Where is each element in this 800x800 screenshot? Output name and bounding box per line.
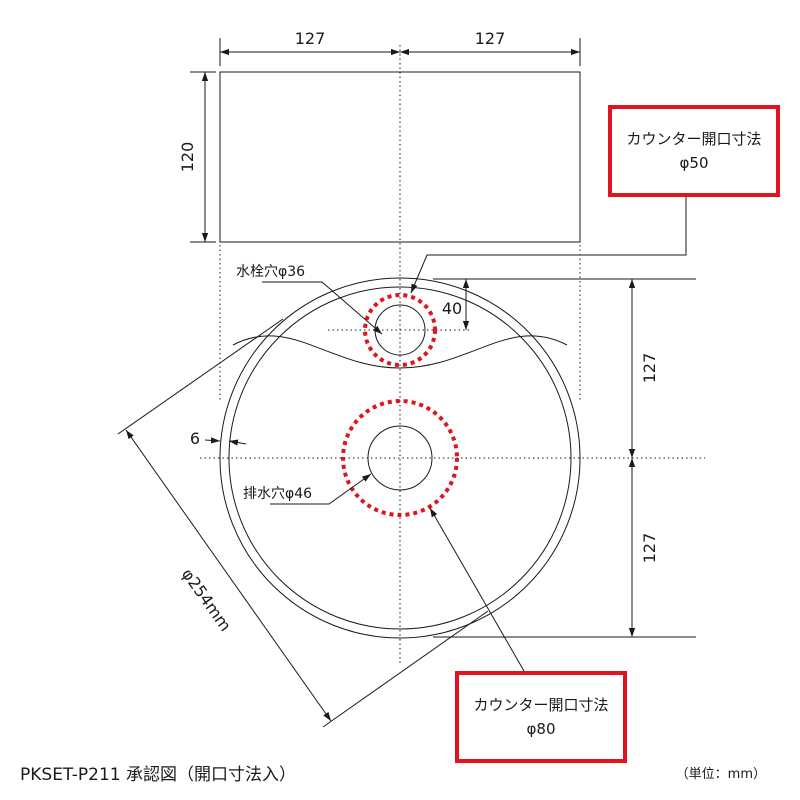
dim-top-right-label: 127 — [475, 29, 506, 48]
callout-bottom-leader — [429, 507, 525, 672]
dim-top-left-label: 127 — [295, 29, 326, 48]
dim-diameter-label: φ254mm — [178, 565, 235, 635]
unit-note: （単位：mm） — [675, 767, 766, 782]
callout-bottom-title: カウンター開口寸法 — [473, 696, 609, 714]
counter-opening-callout-bottom: カウンター開口寸法 φ80 — [455, 671, 627, 763]
rim-arrow-left — [204, 437, 221, 444]
faucet-deck-contour — [232, 335, 568, 369]
callout-top-leader — [410, 197, 687, 294]
centerlines — [200, 45, 705, 665]
counter-opening-faucet-marker — [363, 293, 437, 367]
dim-faucet-offset-label: 40 — [442, 299, 462, 318]
dim-right-lower-label: 127 — [640, 533, 659, 564]
extension-line — [117, 318, 284, 435]
counter-opening-callout-top: カウンター開口寸法 φ50 — [608, 105, 780, 197]
dimension-line-diameter — [125, 429, 332, 722]
dim-height-label: 120 — [178, 142, 197, 173]
counter-opening-drain-marker — [341, 399, 459, 517]
dim-right-upper-label: 127 — [640, 353, 659, 384]
callout-top-value: φ50 — [679, 154, 709, 172]
bowl-outer-rim — [219, 277, 581, 639]
extension-line — [322, 610, 489, 728]
faucet-hole-leader — [262, 281, 383, 335]
drawing-title: PKSET-P211 承認図（開口寸法入） — [20, 765, 296, 785]
callout-top-title: カウンター開口寸法 — [626, 130, 762, 148]
rim-arrow-right — [228, 439, 247, 446]
drain-hole-label: 排水穴φ46 — [243, 486, 312, 502]
drain-hole-leader — [270, 473, 372, 505]
dim-rim-label: 6 — [190, 429, 200, 448]
drain-hole — [367, 425, 433, 491]
faucet-hole-label: 水栓穴φ36 — [236, 264, 305, 280]
callout-bottom-value: φ80 — [526, 720, 556, 738]
